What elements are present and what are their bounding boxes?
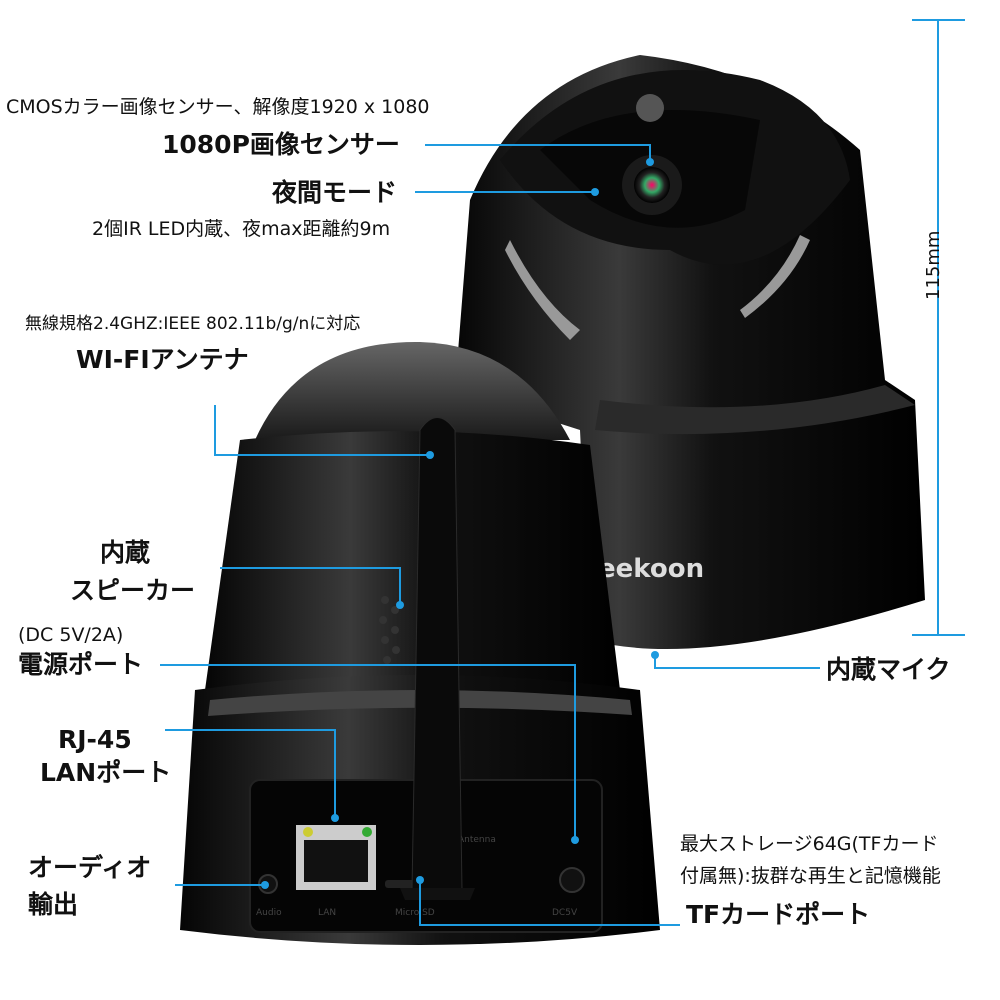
height-dimension: 115mm <box>923 230 944 300</box>
audio-title-line1: オーディオ <box>28 853 152 882</box>
dc-jack <box>559 867 585 893</box>
port-label-antenna: Antenna <box>458 835 496 845</box>
sensor-title: 1080P画像センサー <box>162 130 400 159</box>
power-title: 電源ポート <box>18 650 144 679</box>
audio-title-line2: 輸出 <box>28 890 79 919</box>
lan-title-line1: RJ-45 <box>58 725 132 754</box>
speaker-title-line1: 内蔵 <box>100 538 151 567</box>
power-detail: (DC 5V/2A) <box>18 624 124 646</box>
wifi-title: WI-FIアンテナ <box>76 345 249 374</box>
tf-port-title: TFカードポート <box>686 900 871 929</box>
mic-title: 内蔵マイク <box>826 655 951 684</box>
lan-title-line2: LANポート <box>40 758 172 787</box>
back-camera: Audio LAN Antenna Micro SD DC5V <box>180 341 660 945</box>
port-label-audio: Audio <box>256 908 282 918</box>
storage-detail-line1: 最大ストレージ64G(TFカード <box>680 833 939 855</box>
callout-dots <box>261 158 659 889</box>
port-label-sd: Micro SD <box>395 908 435 918</box>
wifi-antenna <box>411 417 463 891</box>
storage-detail-line2: 付属無):抜群な再生と記憶機能 <box>680 865 941 887</box>
front-camera: eekoon <box>455 55 925 649</box>
speaker-title-line2: スピーカー <box>70 576 196 605</box>
night-mode-detail: 2個IR LED内蔵、夜max距離約9m <box>92 218 391 240</box>
port-label-dc: DC5V <box>552 908 578 918</box>
night-mode-title: 夜間モード <box>272 178 398 207</box>
wifi-detail: 無線規格2.4GHZ:IEEE 802.11b/g/nに対応 <box>25 314 361 334</box>
callout-lines <box>160 19 965 926</box>
sensor-detail: CMOSカラー画像センサー、解像度1920 x 1080 <box>6 96 430 118</box>
port-label-lan: LAN <box>318 908 336 918</box>
speaker-grille <box>379 596 400 664</box>
brand-logo: eekoon <box>598 554 704 584</box>
